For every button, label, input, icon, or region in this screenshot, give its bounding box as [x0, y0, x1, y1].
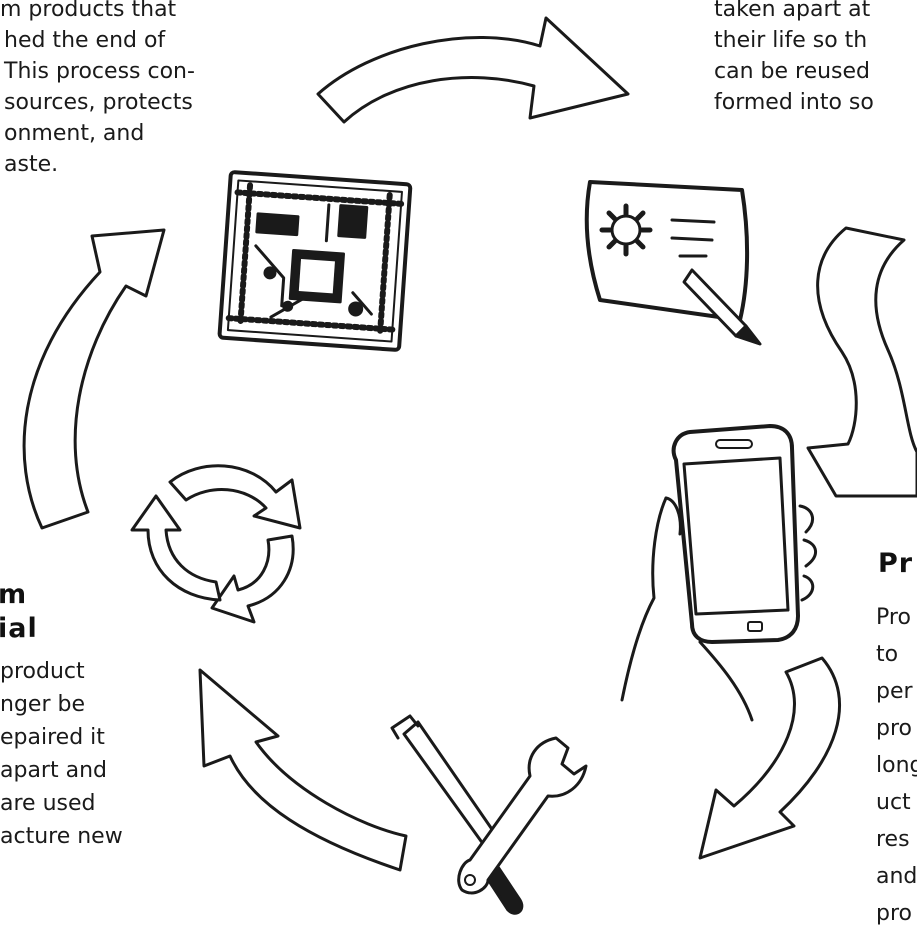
paragraph-line: nger be [0, 692, 85, 717]
left-section-body: product nger be epaired it apart and are… [0, 655, 123, 853]
paragraph-line: can be reused [714, 59, 871, 84]
paragraph-line: Pro [876, 605, 911, 630]
cycle-arrow-top [316, 16, 630, 124]
cycle-arrow-right [806, 226, 917, 498]
top-right-paragraph: taken apart at their life so th can be r… [714, 0, 874, 118]
paragraph-line: pro [876, 716, 912, 741]
tools-icon [390, 714, 588, 915]
cycle-arrow-left [22, 228, 166, 530]
paragraph-line: onment, and [4, 121, 145, 146]
paragraph-line: pro [876, 901, 912, 926]
circuit-board-icon [217, 170, 413, 352]
paragraph-line: uct [876, 790, 911, 815]
paragraph-line: This process con- [4, 59, 195, 84]
right-section-heading: Pr [878, 548, 914, 579]
paragraph-line: product [0, 659, 85, 684]
design-card-icon [584, 180, 762, 346]
paragraph-line: taken apart at [714, 0, 871, 22]
smartphone-icon [620, 424, 817, 722]
paragraph-line: are used [0, 791, 96, 816]
right-section-body: Pro to per pro long uct res and pro [876, 599, 917, 932]
heading-line: ial [0, 613, 38, 644]
paragraph-line: m products that [0, 0, 177, 22]
paragraph-line: long [876, 753, 917, 778]
paragraph-line: acture new [0, 824, 123, 849]
recycle-icon [130, 464, 302, 624]
paragraph-line: their life so th [714, 28, 868, 53]
paragraph-line: res [876, 827, 910, 852]
paragraph-line: per [876, 679, 913, 704]
top-left-paragraph: m products that hed the end of This proc… [0, 0, 195, 180]
paragraph-line: and [876, 864, 917, 889]
paragraph-line: apart and [0, 758, 107, 783]
cycle-arrow-bottom-right [698, 656, 841, 860]
cycle-arrow-bottom-left [198, 668, 408, 872]
paragraph-line: epaired it [0, 725, 105, 750]
heading-line: m [0, 579, 28, 610]
paragraph-line: aste. [4, 152, 59, 177]
left-section-heading: m ial [0, 578, 38, 646]
paragraph-line: hed the end of [4, 28, 166, 53]
paragraph-line: formed into so [714, 90, 874, 115]
paragraph-line: sources, protects [4, 90, 193, 115]
paragraph-line: to [876, 642, 899, 667]
